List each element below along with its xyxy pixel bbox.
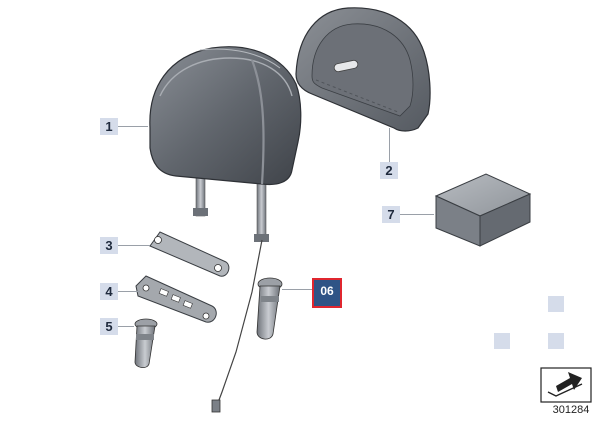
callout-2-line: [389, 128, 390, 162]
callout-5[interactable]: 5: [100, 318, 118, 335]
callout-4[interactable]: 4: [100, 283, 118, 300]
callout-7-line: [400, 214, 434, 215]
wire-connector: [211, 399, 221, 413]
arrow-into-tray-icon: [540, 367, 592, 403]
box-part-7: [434, 173, 532, 247]
callout-3-line: [118, 245, 150, 246]
nav-square-top[interactable]: [548, 296, 564, 312]
callout-3[interactable]: 3: [100, 237, 118, 254]
callout-2[interactable]: 2: [380, 162, 398, 179]
callout-6-line: [282, 289, 312, 290]
callout-7[interactable]: 7: [382, 206, 400, 223]
nav-square-right[interactable]: [548, 333, 564, 349]
wire-harness: [215, 239, 263, 409]
callout-1[interactable]: 1: [100, 118, 118, 135]
rear-cover-part-2: [295, 7, 431, 132]
callout-1-line: [118, 126, 148, 127]
callout-4-line: [118, 291, 140, 292]
diagram-id: 301284: [552, 404, 590, 416]
guide-sleeve-part-6: [256, 277, 283, 340]
plate-part-3: [149, 231, 230, 277]
selected-part-badge[interactable]: 06: [312, 278, 342, 308]
nav-square-left[interactable]: [494, 333, 510, 349]
callout-5-line: [118, 326, 134, 327]
headrest-part-1: [149, 46, 302, 242]
guide-sleeve-part-5: [134, 318, 158, 368]
